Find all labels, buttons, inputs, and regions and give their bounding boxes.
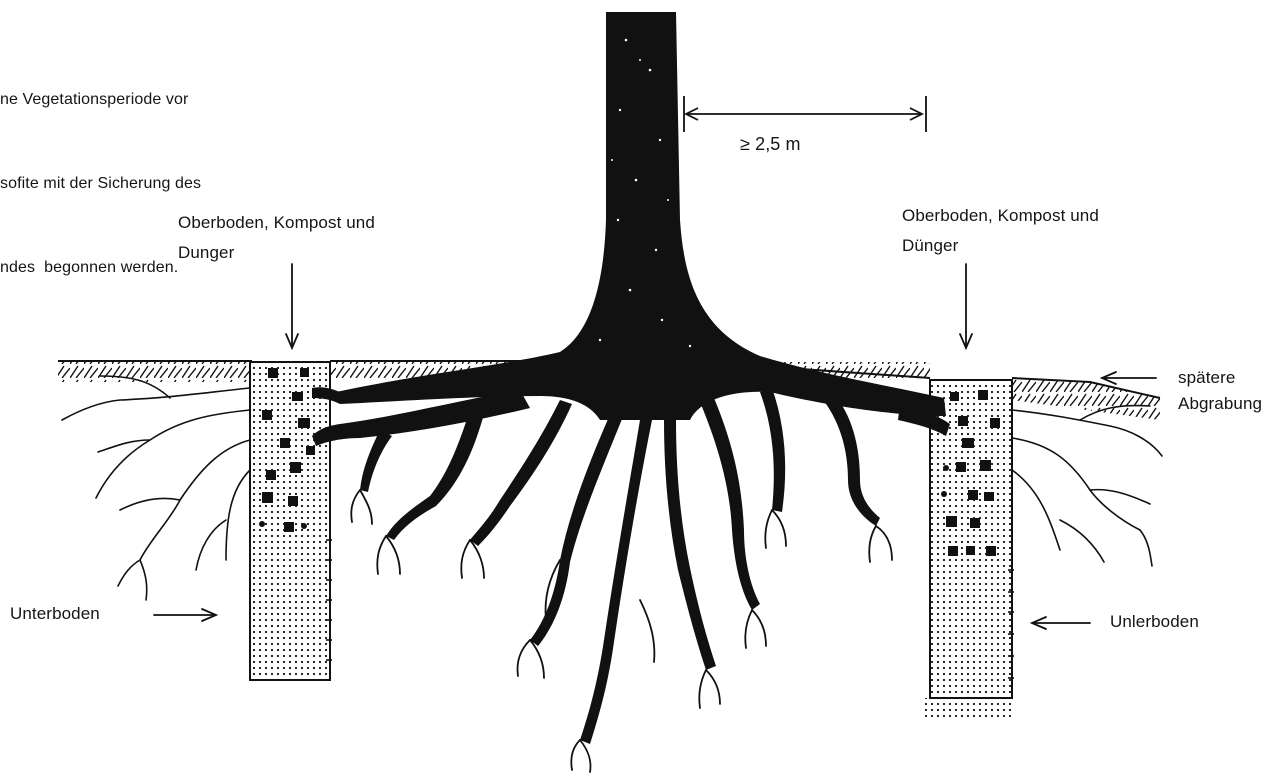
trench-left: [250, 362, 332, 680]
fine-roots-right: [1012, 406, 1162, 566]
root-3: [470, 400, 572, 546]
arrow-topsoil-left: [286, 264, 298, 348]
root-6: [664, 420, 716, 670]
arrow-later-excavation: [1102, 372, 1156, 384]
ground-surface-left: [58, 361, 252, 382]
label-subsoil-left: Unterboden: [10, 600, 100, 628]
label-subsoil-right: Unlerboden: [1110, 608, 1199, 636]
label-topsoil-right: Oberboden, Kompost und Dünger: [902, 201, 1099, 261]
arrow-subsoil-left: [154, 609, 216, 621]
label-topsoil-left: Oberboden, Kompost und Dunger: [178, 208, 375, 268]
root-1: [360, 430, 392, 492]
root-8: [760, 388, 785, 512]
root-7: [700, 398, 760, 610]
root-9: [820, 392, 880, 526]
intro-text: ne Vegetationsperiode vor sofite mit der…: [0, 30, 201, 310]
intro-line: ne Vegetationsperiode vor: [0, 86, 201, 114]
ground-surface-right: [1012, 378, 1160, 420]
label-distance: ≥ 2,5 m: [740, 130, 801, 158]
arrow-subsoil-right: [1032, 617, 1090, 629]
distance-dimension: [684, 96, 926, 132]
fine-roots-left: [62, 376, 250, 600]
label-later-excavation: spätere Abgrabung: [1178, 365, 1262, 417]
tree-trunk: [336, 12, 946, 420]
intro-line: ndes begonnen werden.: [0, 254, 201, 282]
arrow-topsoil-right: [960, 264, 972, 348]
intro-line: sofite mit der Sicherung des: [0, 170, 201, 198]
